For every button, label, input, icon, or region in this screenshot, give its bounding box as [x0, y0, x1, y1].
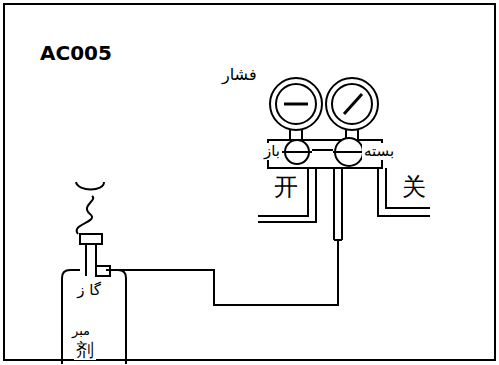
high-gauge-face — [332, 84, 372, 124]
can-valve — [80, 234, 102, 276]
high-valve-handle — [333, 151, 365, 153]
can-refrigerant-label: مبر — [70, 324, 92, 338]
low-gauge-face — [276, 84, 316, 124]
can-char: 剂 — [74, 340, 96, 360]
refrigerant-can — [62, 270, 126, 364]
closed-char: 关 — [400, 174, 428, 200]
valve-bar — [312, 149, 333, 151]
can-tap-cap — [76, 182, 104, 190]
closed-label: بسته — [362, 143, 396, 160]
center-pipe — [334, 168, 342, 240]
low-valve-handle — [282, 151, 312, 153]
pressure-label: فشار — [208, 62, 271, 88]
charging-hose — [106, 240, 338, 305]
can-tap — [77, 196, 94, 234]
figure-code: AC005 — [38, 42, 114, 64]
open-label: باز — [262, 143, 282, 160]
frame — [4, 4, 495, 360]
low-gauge — [270, 78, 322, 130]
open-char: 开 — [272, 174, 300, 200]
low-needle — [284, 103, 308, 106]
high-gauge — [326, 78, 378, 130]
high-pipe — [378, 168, 430, 216]
high-needle — [344, 94, 362, 114]
gauge-set — [62, 78, 430, 364]
can-gas-label: گا ز — [72, 282, 106, 299]
low-pipe — [258, 168, 316, 222]
